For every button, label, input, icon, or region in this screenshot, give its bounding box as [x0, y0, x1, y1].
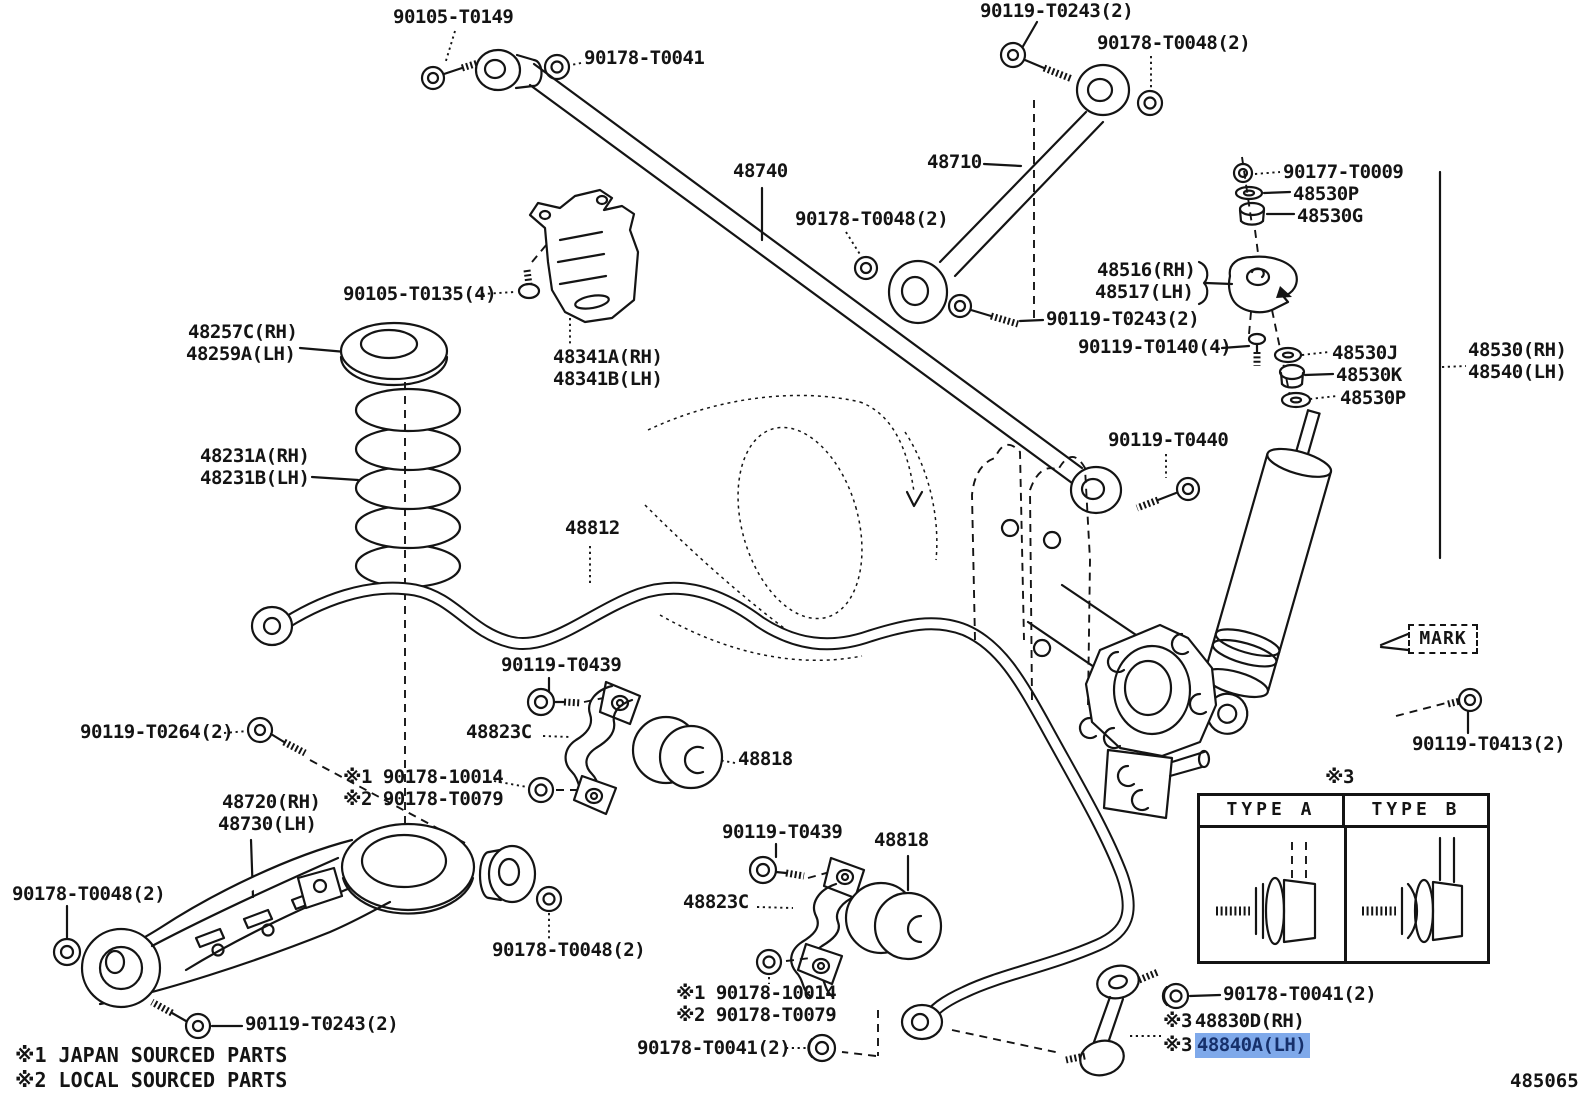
label-90178-T0048-1: 90178-T0048(2)	[1097, 32, 1251, 54]
label-90119-T0243-3: 90119-T0243(2)	[245, 1013, 399, 1035]
stabilizer-link-48830	[841, 964, 1222, 1077]
stabilizer-clamp-set-2	[748, 842, 943, 1063]
label-90119-T0439-2: 90119-T0439	[722, 821, 843, 843]
stabilizer-clamp-set-1	[493, 676, 736, 816]
label-48517-LH: 48517(LH)	[1095, 281, 1194, 303]
label-90105-T0149: 90105-T0149	[393, 6, 514, 28]
label-90178-T0048-4: 90178-T0048(2)	[492, 939, 646, 961]
label-90178-T0079-1: ※2 90178-T0079	[343, 788, 504, 810]
label-48530K: 48530K	[1336, 364, 1402, 386]
label-48231B-LH: 48231B(LH)	[200, 467, 310, 489]
type-a-header: TYPE A	[1200, 796, 1345, 825]
label-48740: 48740	[733, 160, 788, 182]
label-90119-T0440: 90119-T0440	[1108, 429, 1229, 451]
label-90177-T0009: 90177-T0009	[1283, 161, 1404, 183]
type-table-drawings	[1216, 836, 1464, 946]
label-90119-T0140: 90119-T0140(4)	[1078, 336, 1232, 358]
label-48818-1: 48818	[738, 748, 793, 770]
label-48516-RH: 48516(RH)	[1097, 259, 1196, 281]
label-90178-T0041-2a: 90178-T0041(2)	[637, 1037, 791, 1059]
type-comparison-table: TYPE A TYPE B	[1197, 793, 1490, 964]
legend-note1: ※1 JAPAN SOURCED PARTS	[15, 1043, 288, 1067]
label-48530G: 48530G	[1297, 205, 1363, 227]
label-48823C-2: 48823C	[683, 891, 749, 913]
selected-part-48840A[interactable]: 48840A(LH)	[1194, 1033, 1311, 1058]
label-48823C-1: 48823C	[466, 721, 532, 743]
axle-bracket-hub	[971, 443, 1218, 820]
label-90178-T0041: 90178-T0041	[584, 47, 705, 69]
label-48720-RH: 48720(RH)	[222, 791, 321, 813]
legend-note2: ※2 LOCAL SOURCED PARTS	[15, 1068, 288, 1092]
label-48231A-RH: 48231A(RH)	[200, 445, 310, 467]
label-48730-LH: 48730(LH)	[218, 813, 317, 835]
label-48341B-LH: 48341B(LH)	[553, 368, 663, 390]
label-48341A-RH: 48341A(RH)	[553, 346, 663, 368]
label-90178-T0048-2: 90178-T0048(2)	[795, 208, 949, 230]
label-90178-10014-1: ※1 90178-10014	[343, 766, 504, 788]
coil-spring-48231	[298, 321, 462, 846]
label-90119-T0413: 90119-T0413(2)	[1412, 733, 1566, 755]
axle-housing-phantom	[644, 394, 938, 661]
label-90178-10014-2: ※1 90178-10014	[676, 982, 837, 1004]
label-48540-LH: 48540(LH)	[1468, 361, 1567, 383]
label-48257C-RH: 48257C(RH)	[188, 321, 298, 343]
label-90178-T0079-2: ※2 90178-T0079	[676, 1004, 837, 1026]
lower-control-arm-48720	[52, 716, 563, 1040]
label-48818-2: 48818	[874, 829, 929, 851]
label-90178-T0048-3: 90178-T0048(2)	[12, 883, 166, 905]
type-b-header: TYPE B	[1371, 799, 1461, 820]
note3-ref: ※3	[1163, 1034, 1192, 1056]
label-48530P-2: 48530P	[1340, 387, 1406, 409]
label-90178-T0041-2b: 90178-T0041(2)	[1223, 983, 1377, 1005]
label-90105-T0135: 90105-T0135(4)	[343, 283, 497, 305]
type-table-divider	[1343, 825, 1347, 961]
label-90119-T0243-1: 90119-T0243(2)	[980, 0, 1134, 22]
label-48259A-LH: 48259A(LH)	[186, 343, 296, 365]
label-48530-RH: 48530(RH)	[1468, 339, 1567, 361]
note3-ref: ※3	[1163, 1010, 1192, 1032]
figure-number: 485065	[1510, 1070, 1579, 1092]
label-90119-T0243-2: 90119-T0243(2)	[1046, 308, 1200, 330]
track-bar-48740	[420, 30, 1123, 515]
mark-callout: MARK	[1408, 624, 1478, 654]
label-90119-T0264: 90119-T0264(2)	[80, 721, 234, 743]
label-48710: 48710	[927, 151, 982, 173]
label-note3-table-ref: ※3	[1325, 766, 1354, 788]
bump-stop-bracket-48341	[481, 188, 640, 346]
upper-arm-48710	[845, 20, 1164, 328]
label-48812: 48812	[565, 517, 620, 539]
label-48530J: 48530J	[1332, 342, 1398, 364]
label-48530P-1: 48530P	[1293, 183, 1359, 205]
shock-absorber-48530	[1197, 156, 1483, 735]
label-90119-T0439-1: 90119-T0439	[501, 654, 622, 676]
stabilizer-bar-48812	[250, 546, 1135, 1041]
